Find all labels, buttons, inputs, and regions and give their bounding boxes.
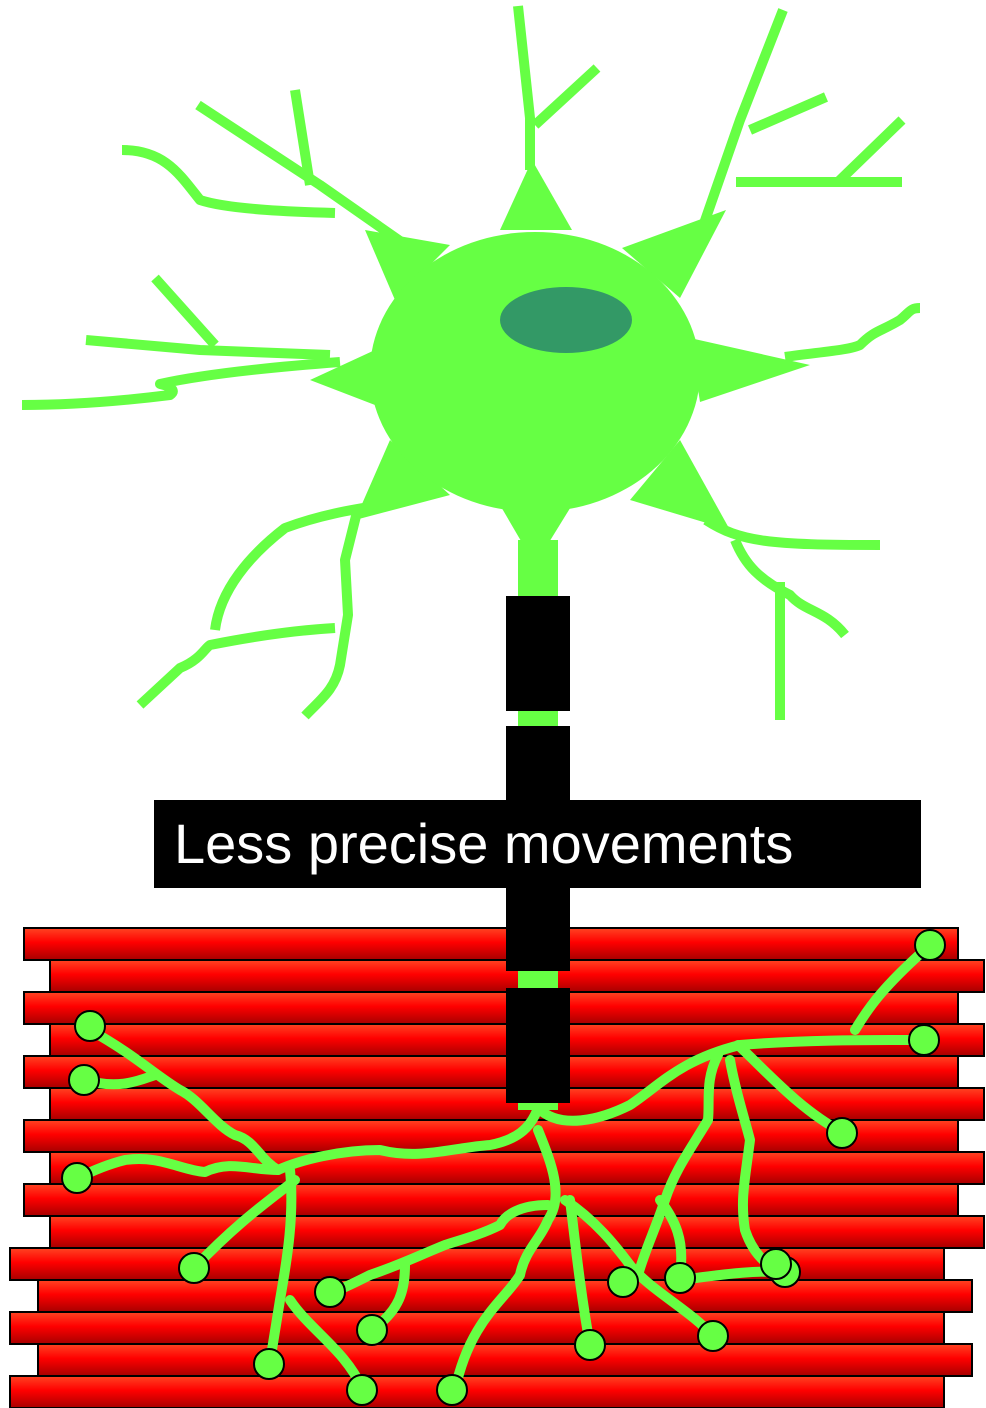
terminal-bulb — [254, 1349, 284, 1379]
nucleus — [500, 287, 632, 353]
terminal-bulb — [665, 1263, 695, 1293]
terminal-bulb — [915, 930, 945, 960]
terminal-bulb — [437, 1375, 467, 1405]
terminal-bulb — [69, 1065, 99, 1095]
terminal-bulb — [347, 1375, 377, 1405]
caption-box: Less precise movements — [154, 800, 921, 888]
terminal-bulb — [62, 1163, 92, 1193]
muscle-fiber — [24, 992, 958, 1024]
muscle-fiber — [24, 928, 958, 960]
muscle-fiber — [38, 1344, 972, 1376]
terminal-bulb — [179, 1253, 209, 1283]
terminal-bulb — [827, 1118, 857, 1148]
terminal-bulb — [698, 1321, 728, 1351]
muscle-fiber — [10, 1248, 944, 1280]
terminal-bulb — [315, 1277, 345, 1307]
muscle-fiber — [50, 1216, 984, 1248]
terminal-bulb — [761, 1249, 791, 1279]
neuron-cell-body — [310, 160, 810, 565]
terminal-bulb — [575, 1330, 605, 1360]
caption-text: Less precise movements — [174, 808, 793, 880]
terminal-bulb — [357, 1315, 387, 1345]
myelin-segment — [506, 988, 570, 1103]
muscle-fiber — [10, 1376, 944, 1408]
muscle-fibers — [10, 928, 984, 1408]
myelin-segment — [506, 596, 570, 711]
muscle-fiber — [24, 1184, 958, 1216]
terminal-bulb — [608, 1267, 638, 1297]
terminal-bulb — [75, 1011, 105, 1041]
terminal-bulb — [909, 1025, 939, 1055]
